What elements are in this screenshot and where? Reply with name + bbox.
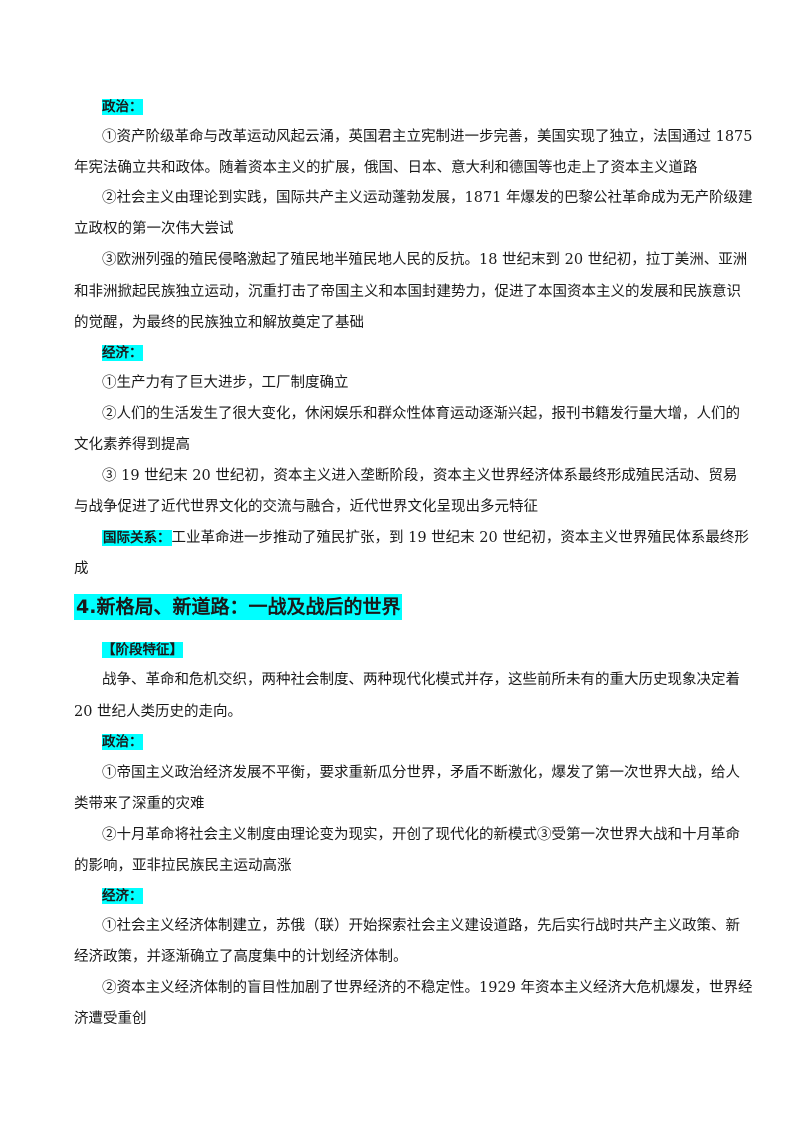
paragraph-line: 与战争促进了近代世界文化的交流与融合，近代世界文化呈现出多元特征 — [74, 499, 538, 515]
paragraph-line: ①帝国主义政治经济发展不平衡，要求重新瓜分世界，矛盾不断激化，爆发了第一次世界大… — [102, 765, 740, 781]
paragraph-line: ③ 19 世纪末 20 世纪初，资本主义进入垄断阶段，资本主义世界经济体系最终形… — [102, 468, 738, 484]
paragraph-line: ①资产阶级革命与改革运动风起云涌，英国君主立宪制进一步完善，美国实现了独立，法国… — [102, 129, 753, 145]
paragraph-line: 20 世纪人类历史的走向。 — [74, 704, 243, 720]
paragraph-line: 经济政策，并逐渐确立了高度集中的计划经济体制。 — [74, 949, 408, 965]
paragraph-line: ①生产力有了巨大进步，工厂制度确立 — [102, 375, 349, 391]
paragraph-line: 文化素养得到提高 — [74, 437, 190, 453]
paragraph-line: 战争、革命和危机交织，两种社会制度、两种现代化模式并存，这些前所未有的重大历史现… — [102, 672, 740, 688]
paragraph-line: 年宪法确立共和政体。随着资本主义的扩展，俄国、日本、意大利和德国等也走上了资本主… — [74, 160, 698, 176]
international-relations-line: 国际关系：工业革命进一步推动了殖民扩张，到 19 世纪末 20 世纪初，资本主义… — [102, 530, 749, 546]
economy-label: 经济： — [102, 345, 143, 361]
paragraph-line: 的影响，亚非拉民族民主运动高涨 — [74, 858, 292, 874]
paragraph-line: 立政权的第一次伟大尝试 — [74, 221, 234, 237]
paragraph-line: ③欧洲列强的殖民侵略激起了殖民地半殖民地人民的反抗。18 世纪末到 20 世纪初… — [102, 252, 748, 268]
paragraph-line: ②人们的生活发生了很大变化，休闲娱乐和群众性体育运动逐渐兴起，报刊书籍发行量大增… — [102, 406, 740, 422]
paragraph-line: ②社会主义由理论到实践，国际共产主义运动蓬勃发展，1871 年爆发的巴黎公社革命… — [102, 190, 753, 206]
paragraph-line: ②资本主义经济体制的盲目性加剧了世界经济的不稳定性。1929 年资本主义经济大危… — [102, 980, 753, 996]
stage-features-label: 【阶段特征】 — [102, 642, 183, 658]
politics-label: 政治： — [102, 734, 143, 750]
paragraph-line: 成 — [74, 561, 89, 577]
section-heading: 4.新格局、新道路：一战及战后的世界 — [74, 594, 403, 620]
paragraph-line: 济遭受重创 — [74, 1011, 147, 1027]
paragraph-line: 类带来了深重的灾难 — [74, 796, 205, 812]
politics-label: 政治： — [102, 99, 143, 115]
paragraph-line: 和非洲掀起民族独立运动，沉重打击了帝国主义和本国封建势力，促进了本国资本主义的发… — [74, 284, 741, 300]
paragraph-line: ②十月革命将社会主义制度由理论变为现实，开创了现代化的新模式③受第一次世界大战和… — [102, 827, 740, 843]
paragraph-line: 的觉醒，为最终的民族独立和解放奠定了基础 — [74, 315, 364, 331]
economy-label: 经济： — [102, 888, 143, 904]
international-relations-label: 国际关系： — [102, 530, 172, 546]
paragraph-line: ①社会主义经济体制建立，苏俄（联）开始探索社会主义建设道路，先后实行战时共产主义… — [102, 918, 740, 934]
